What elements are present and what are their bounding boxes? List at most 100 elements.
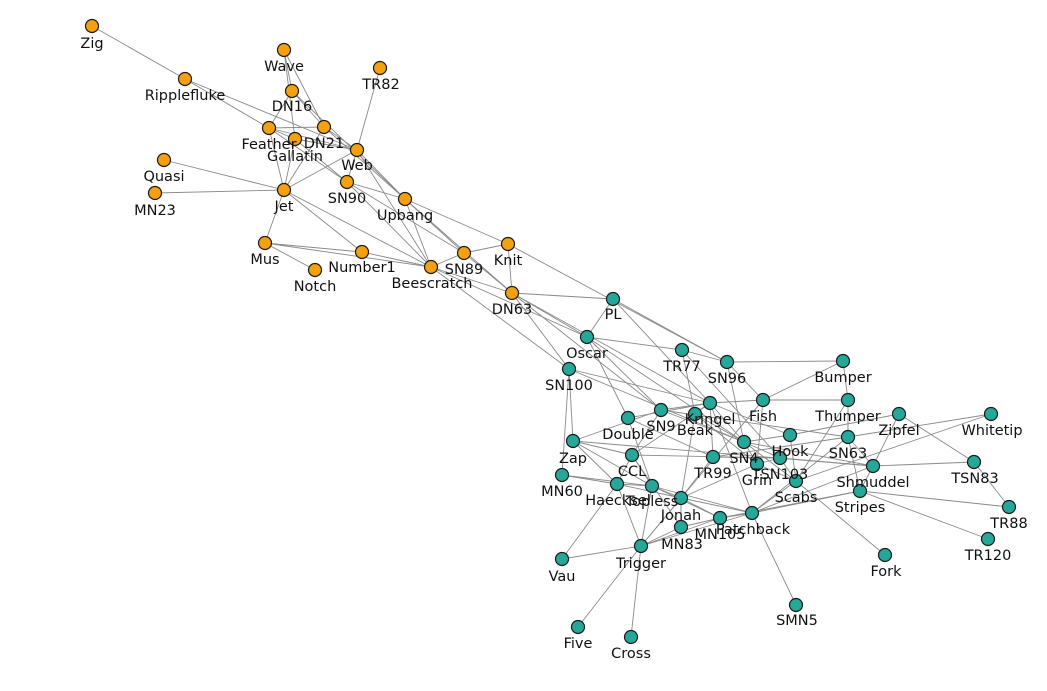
node-jonah[interactable]	[673, 490, 689, 506]
node-dn16[interactable]	[284, 83, 300, 99]
node-sn9[interactable]	[653, 402, 669, 418]
edge-web-upbang	[356, 149, 406, 200]
node-label-ripplefluke: Ripplefluke	[145, 88, 226, 104]
node-beak[interactable]	[687, 406, 703, 422]
node-label-number1: Number1	[328, 260, 395, 276]
node-trigger[interactable]	[633, 538, 649, 554]
node-label-knit: Knit	[494, 253, 523, 269]
node-mn60[interactable]	[554, 467, 570, 483]
node-patchback[interactable]	[744, 505, 760, 521]
node-label-grin: Grin	[742, 473, 772, 489]
node-label-zig: Zig	[80, 36, 103, 52]
node-mn83[interactable]	[673, 519, 689, 535]
node-label-mn83: MN83	[661, 537, 703, 553]
edge-sn89-dn63	[463, 252, 513, 294]
node-tr88[interactable]	[1001, 499, 1017, 515]
node-ripplefluke[interactable]	[177, 71, 193, 87]
node-sn100[interactable]	[561, 361, 577, 377]
node-haecksel[interactable]	[609, 476, 625, 492]
node-tsn103[interactable]	[772, 450, 788, 466]
edge-stripes-tr88	[859, 490, 1010, 508]
edge-trigger-vau	[561, 545, 642, 560]
node-label-oscar: Oscar	[566, 346, 608, 362]
node-tr77[interactable]	[674, 342, 690, 358]
node-sn63[interactable]	[840, 429, 856, 445]
node-feather[interactable]	[261, 120, 277, 136]
node-bumper[interactable]	[835, 353, 851, 369]
node-mn23[interactable]	[147, 185, 163, 201]
node-fish[interactable]	[755, 392, 771, 408]
edge-dn21-jet	[283, 126, 325, 191]
node-stripes[interactable]	[852, 483, 868, 499]
node-label-fish: Fish	[749, 409, 777, 425]
node-zig[interactable]	[84, 18, 100, 34]
edge-zap-ccl	[572, 440, 633, 456]
node-number1[interactable]	[354, 244, 370, 260]
edge-sn4-shmuddel	[743, 441, 874, 467]
node-sn96[interactable]	[719, 354, 735, 370]
node-notch[interactable]	[307, 262, 323, 278]
edge-kringel-hook	[709, 402, 791, 436]
edge-dn16-upbang	[291, 90, 406, 200]
node-tr120[interactable]	[980, 531, 996, 547]
node-web[interactable]	[349, 142, 365, 158]
node-grin[interactable]	[749, 456, 765, 472]
node-label-dn16: DN16	[272, 99, 312, 115]
node-shmuddel[interactable]	[865, 458, 881, 474]
node-mn105[interactable]	[712, 510, 728, 526]
node-sn4[interactable]	[736, 434, 752, 450]
node-tsn83[interactable]	[966, 454, 982, 470]
node-label-shmuddel: Shmuddel	[836, 475, 909, 491]
edge-wave-dn21	[283, 49, 325, 128]
node-dn21[interactable]	[316, 119, 332, 135]
node-label-sn96: SN96	[708, 371, 747, 387]
node-whitetip[interactable]	[983, 406, 999, 422]
node-beescratch[interactable]	[423, 259, 439, 275]
edge-dn63-sn9	[511, 292, 662, 411]
node-thumper[interactable]	[840, 392, 856, 408]
node-fork[interactable]	[877, 547, 893, 563]
edge-haecksel-vau	[561, 483, 618, 560]
edge-tr77-sn96	[681, 349, 728, 363]
node-mus[interactable]	[257, 235, 273, 251]
node-pl[interactable]	[605, 291, 621, 307]
node-scabs[interactable]	[788, 473, 804, 489]
edge-whitetip-scabs	[795, 413, 992, 482]
node-hook[interactable]	[782, 427, 798, 443]
node-oscar[interactable]	[579, 329, 595, 345]
edge-zap-haecksel	[572, 440, 618, 485]
node-tr99[interactable]	[705, 449, 721, 465]
node-ccl[interactable]	[624, 447, 640, 463]
node-label-quasi: Quasi	[143, 169, 184, 185]
node-gallatin[interactable]	[287, 131, 303, 147]
node-double[interactable]	[620, 410, 636, 426]
node-sn90[interactable]	[339, 174, 355, 190]
edge-zipfel-shmuddel	[872, 413, 900, 467]
node-wave[interactable]	[276, 42, 292, 58]
node-dn63[interactable]	[504, 285, 520, 301]
node-tr82[interactable]	[372, 60, 388, 76]
node-label-haecksel: Haecksel	[585, 493, 651, 509]
edge-mus-beescratch	[264, 242, 432, 268]
node-knit[interactable]	[500, 236, 516, 252]
node-topless[interactable]	[644, 478, 660, 494]
edge-hook-scabs	[789, 434, 797, 482]
node-five[interactable]	[570, 619, 586, 635]
node-label-tr99: TR99	[693, 466, 731, 482]
node-cross[interactable]	[623, 629, 639, 645]
node-zap[interactable]	[565, 433, 581, 449]
node-kringel[interactable]	[702, 395, 718, 411]
edge-web-beescratch	[356, 149, 432, 268]
node-smn5[interactable]	[788, 597, 804, 613]
edge-topless-trigger	[640, 485, 653, 547]
edge-trigger-cross	[630, 545, 642, 638]
node-vau[interactable]	[554, 551, 570, 567]
node-jet[interactable]	[276, 182, 292, 198]
edge-mn60-topless	[561, 474, 653, 487]
node-quasi[interactable]	[156, 152, 172, 168]
node-sn89[interactable]	[456, 245, 472, 261]
edge-kringel-tr99	[709, 402, 714, 458]
edge-upbang-knit	[404, 198, 509, 245]
node-zipfel[interactable]	[891, 406, 907, 422]
node-upbang[interactable]	[397, 191, 413, 207]
